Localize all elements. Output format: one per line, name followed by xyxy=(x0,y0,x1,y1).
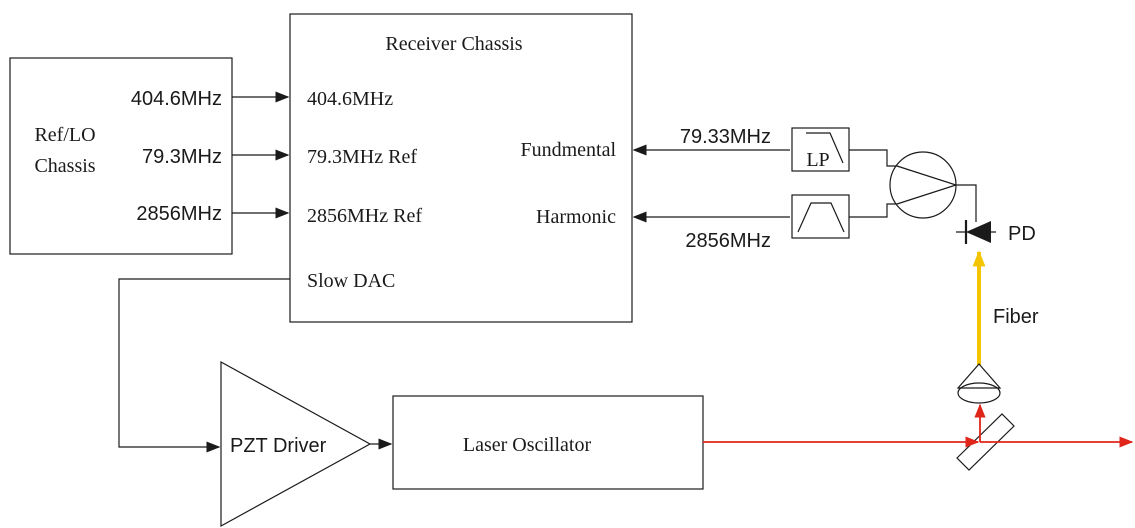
ref-lo-title-line2: Chassis xyxy=(34,155,95,177)
lowpass-filter-label: LP xyxy=(806,149,829,171)
receiver-input-2856-ref: 2856MHz Ref xyxy=(307,205,422,227)
receiver-chassis: Receiver Chassis 404.6MHz 79.3MHz Ref 28… xyxy=(289,13,633,323)
ref-lo-title-line1: Ref/LO xyxy=(34,124,95,146)
fiber-collimator xyxy=(956,363,1002,404)
splitter-to-lowpass-wire xyxy=(849,149,897,167)
collimator-cone-icon xyxy=(956,363,1002,389)
bandpass-filter xyxy=(791,194,850,239)
splitter-circle xyxy=(889,151,957,219)
bandpass-filter-icon xyxy=(797,202,845,233)
pzt-driver: PZT Driver xyxy=(220,360,372,528)
photodiode-label: PD xyxy=(1008,223,1036,245)
splitter-triangle-icon xyxy=(896,165,958,205)
fundamental-frequency-label: 79.33MHz xyxy=(680,126,771,148)
power-splitter xyxy=(849,149,977,222)
receiver-input-79-ref: 79.3MHz Ref xyxy=(307,146,417,168)
harmonic-frequency-label: 2856MHz xyxy=(685,230,771,252)
mirror-icon xyxy=(956,413,1015,471)
beam-splitter-mirror xyxy=(956,413,1015,471)
ref-lo-chassis-box xyxy=(9,57,233,255)
receiver-fundamental: Fundmental xyxy=(520,139,616,161)
photodiode: PD xyxy=(956,220,1036,245)
pzt-driver-triangle xyxy=(220,360,372,528)
splitter-to-bandpass-wire xyxy=(849,203,897,218)
laser-oscillator: Laser Oscillator xyxy=(392,395,704,490)
slow-dac-to-pzt-wire xyxy=(118,278,290,453)
receiver-harmonic: Harmonic xyxy=(536,206,616,228)
lowpass-filter: LP xyxy=(791,127,850,172)
pzt-driver-label: PZT Driver xyxy=(230,435,327,457)
ref-lo-output-79: 79.3MHz xyxy=(142,146,222,168)
ref-lo-chassis: Ref/LO Chassis 404.6MHz 79.3MHz 2856MHz xyxy=(9,57,233,255)
collimator-lens-icon xyxy=(957,382,1001,404)
bandpass-filter-box xyxy=(791,194,850,239)
receiver-input-404: 404.6MHz xyxy=(307,88,393,110)
laser-oscillator-label: Laser Oscillator xyxy=(463,434,592,456)
splitter-to-photodiode-wire xyxy=(956,184,977,222)
receiver-slow-dac: Slow DAC xyxy=(307,270,395,292)
photodiode-triangle-icon xyxy=(966,221,991,243)
receiver-chassis-box xyxy=(289,13,633,323)
receiver-title: Receiver Chassis xyxy=(385,33,522,55)
ref-lo-output-2856: 2856MHz xyxy=(136,203,222,225)
fiber-label: Fiber xyxy=(993,306,1039,328)
lowpass-filter-icon xyxy=(806,132,844,164)
ref-lo-output-404: 404.6MHz xyxy=(131,88,222,110)
